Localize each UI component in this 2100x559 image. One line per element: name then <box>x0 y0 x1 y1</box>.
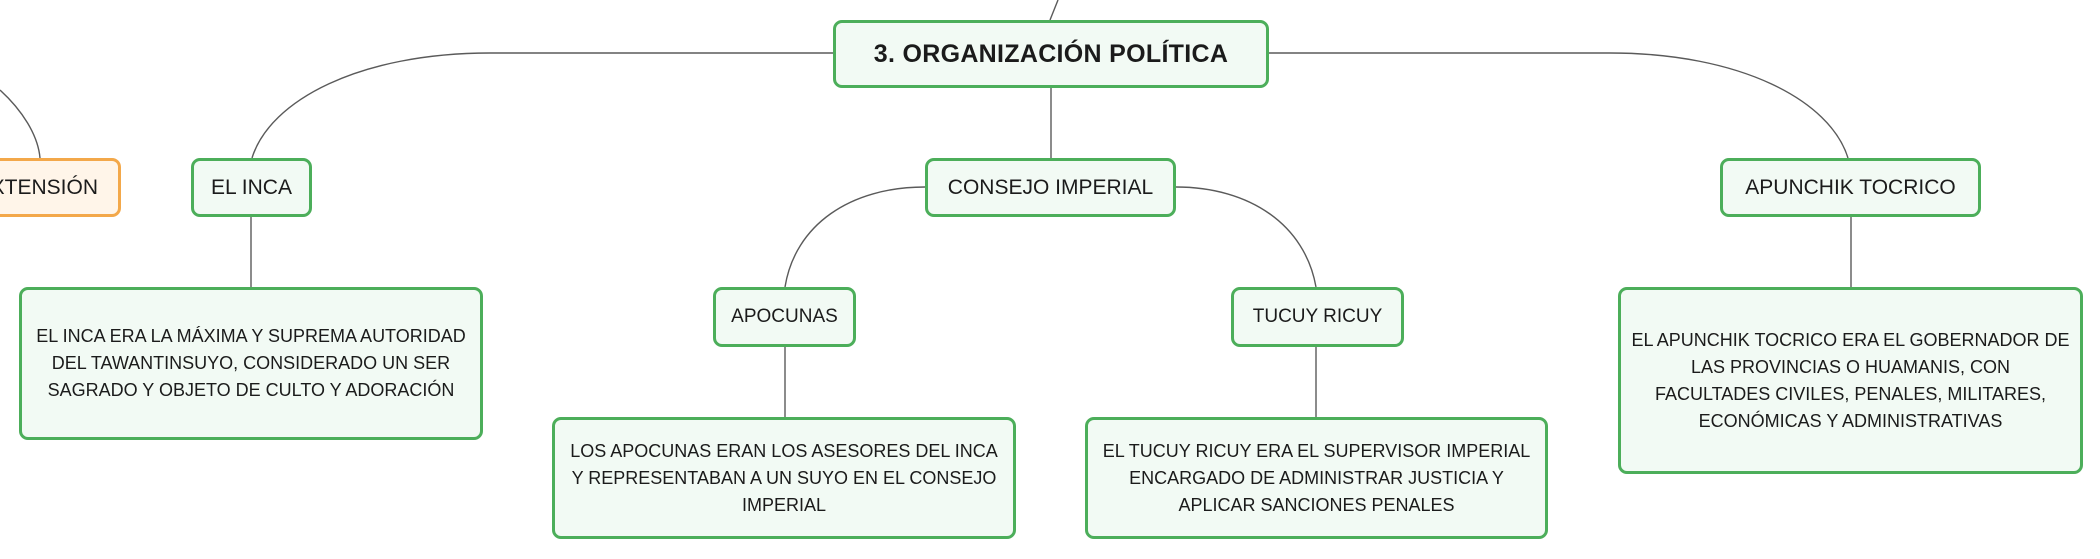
inca-node[interactable]: EL INCA <box>191 158 312 217</box>
inca-label: EL INCA <box>211 175 292 199</box>
tucuy-ricuy-node[interactable]: TUCUY RICUY <box>1231 287 1404 347</box>
tucuy-ricuy-description: EL TUCUY RICUY ERA EL SUPERVISOR IMPERIA… <box>1102 440 1531 515</box>
apunchik-tocrico-description: EL APUNCHIK TOCRICO ERA EL GOBERNADOR DE… <box>1631 329 2070 431</box>
inca-description-node[interactable]: EL INCA ERA LA MÁXIMA Y SUPREMA AUTORIDA… <box>19 287 483 440</box>
connector-consejo-tucuy <box>1175 186 1317 288</box>
apocunas-description-node[interactable]: LOS APOCUNAS ERAN LOS ASESORES DEL INCA … <box>552 417 1016 539</box>
tucuy-ricuy-description-node[interactable]: EL TUCUY RICUY ERA EL SUPERVISOR IMPERIA… <box>1085 417 1548 539</box>
connector-root-parent <box>1049 0 1059 21</box>
connector-left-partial <box>0 89 41 159</box>
consejo-imperial-label: CONSEJO IMPERIAL <box>947 175 1154 199</box>
connector-root-inca <box>251 52 833 159</box>
root-label: 3. ORGANIZACIÓN POLÍTICA <box>873 39 1229 68</box>
apunchik-tocrico-node[interactable]: APUNCHIK TOCRICO <box>1720 158 1981 217</box>
root-node[interactable]: 3. ORGANIZACIÓN POLÍTICA <box>833 20 1269 88</box>
consejo-imperial-node[interactable]: CONSEJO IMPERIAL <box>925 158 1176 217</box>
apocunas-description: LOS APOCUNAS ERAN LOS ASESORES DEL INCA … <box>570 440 998 515</box>
apunchik-tocrico-description-node[interactable]: EL APUNCHIK TOCRICO ERA EL GOBERNADOR DE… <box>1618 287 2083 474</box>
apocunas-label: APOCUNAS <box>731 306 838 327</box>
connector-consejo-apocunas <box>784 186 926 288</box>
apocunas-node[interactable]: APOCUNAS <box>713 287 856 347</box>
inca-description: EL INCA ERA LA MÁXIMA Y SUPREMA AUTORIDA… <box>36 326 466 400</box>
connector-root-apunchik <box>1269 52 1849 159</box>
tucuy-ricuy-label: TUCUY RICUY <box>1252 306 1383 327</box>
extension-node[interactable]: XTENSIÓN <box>0 158 121 217</box>
extension-label: XTENSIÓN <box>0 175 98 199</box>
apunchik-tocrico-label: APUNCHIK TOCRICO <box>1745 175 1956 199</box>
